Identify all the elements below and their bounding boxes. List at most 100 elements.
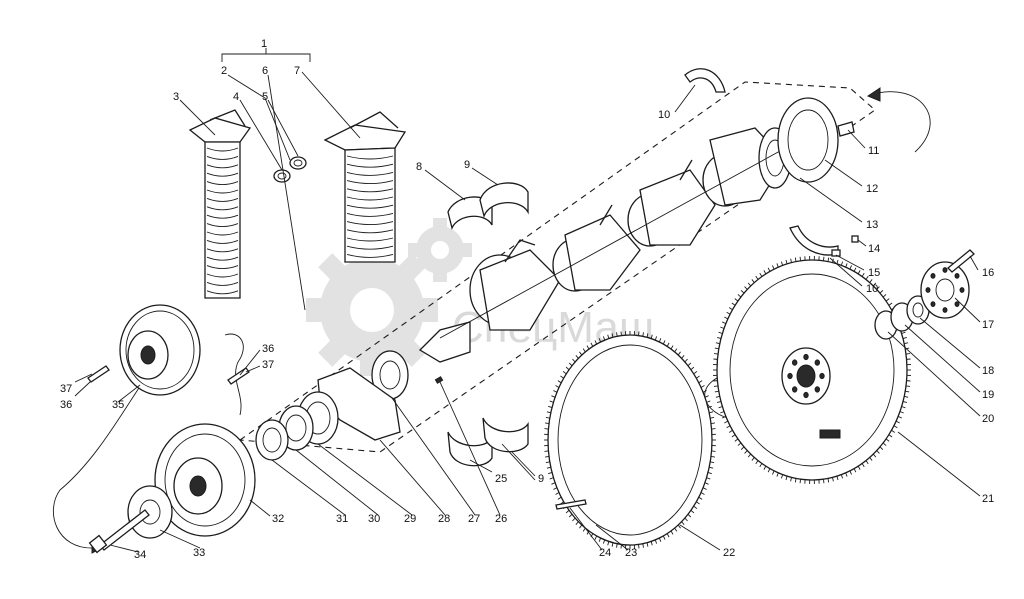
bolt-hole — [814, 386, 821, 393]
gear-tooth — [888, 302, 893, 306]
crank-gear — [371, 350, 409, 400]
callout-1: 1 — [261, 38, 267, 50]
callout-28: 28 — [438, 513, 450, 525]
ring-gear-bolt — [555, 499, 587, 510]
gear-tooth — [598, 338, 602, 343]
bearing-shell — [206, 281, 239, 286]
main-bearing-stack-3 — [188, 109, 252, 299]
callout-4: 4 — [233, 91, 239, 103]
bearing-shell — [206, 265, 239, 270]
gear-tooth — [840, 474, 844, 479]
arrow-flywheel-rear — [869, 91, 931, 153]
pulley — [119, 304, 201, 396]
gear-tooth — [872, 453, 877, 458]
gear-tooth — [882, 294, 887, 298]
gear-tooth — [718, 331, 723, 334]
callout-21: 21 — [982, 493, 994, 505]
gear-tooth — [674, 527, 678, 532]
gear-tooth — [666, 533, 670, 538]
callout-14: 14 — [868, 243, 880, 255]
gear-tooth — [545, 461, 550, 464]
gear-tooth — [849, 265, 852, 270]
gear-tooth — [794, 257, 797, 262]
gear-tooth — [772, 265, 775, 270]
gear-tooth — [888, 434, 893, 438]
gear-tooth — [553, 487, 558, 490]
callout-36-right: 36 — [262, 343, 274, 355]
gear-tooth — [901, 406, 906, 409]
bearing-shell — [346, 221, 394, 226]
gear-tooth — [582, 527, 586, 532]
gear-tooth — [865, 460, 869, 465]
gear-tooth — [642, 543, 644, 548]
gear-tooth — [857, 465, 861, 470]
thrust-washers — [273, 156, 307, 183]
gear-tooth — [650, 541, 653, 546]
gear-tooth — [602, 336, 606, 341]
callout-33: 33 — [193, 547, 205, 559]
gear-tooth — [704, 482, 709, 485]
bearing-shell — [346, 212, 394, 217]
gear-tooth — [696, 501, 700, 505]
gear-tooth — [696, 375, 700, 379]
gear-tooth — [731, 302, 736, 306]
bolt-hole — [942, 307, 948, 313]
gear-tooth — [840, 261, 844, 266]
gear-tooth — [718, 406, 723, 409]
bearing-shell — [346, 245, 394, 250]
gear-tooth — [684, 358, 688, 363]
gear-tooth — [607, 541, 610, 546]
gear-tooth — [853, 267, 857, 272]
callout-9-lower: 9 — [538, 473, 544, 485]
gear-tooth — [710, 461, 715, 464]
gear-tooth — [662, 340, 666, 345]
bearing-shell — [206, 189, 239, 194]
gear-tooth — [885, 298, 890, 302]
gear-tooth — [905, 353, 911, 355]
watermark: СпецМаш — [306, 218, 654, 376]
bearing-shell — [346, 237, 394, 242]
bolt-hole — [819, 372, 825, 380]
gear-tooth — [582, 348, 586, 353]
gear-tooth — [654, 539, 658, 544]
gear-tooth — [690, 509, 695, 514]
gear-tooth — [709, 466, 714, 469]
gear-tooth — [642, 332, 644, 337]
gear-tooth — [895, 420, 900, 424]
conrod-bearing-stack-7 — [323, 111, 407, 263]
gear-tooth — [544, 422, 550, 425]
gear-tooth — [546, 466, 551, 469]
bearing-shell — [346, 180, 394, 185]
gear-tooth — [670, 530, 674, 535]
callout-35: 35 — [112, 399, 124, 411]
gear-tooth — [845, 263, 848, 268]
gear-tooth — [557, 496, 562, 500]
gear-tooth — [720, 326, 725, 329]
group-bracket-1 — [221, 48, 311, 62]
bearing-shell — [206, 206, 239, 211]
callout-2: 2 — [221, 65, 227, 77]
gear-tooth — [759, 272, 763, 277]
gear-tooth — [726, 311, 731, 315]
gear-tooth — [677, 351, 681, 356]
gear-tooth — [551, 395, 556, 398]
gear-tooth — [700, 385, 705, 388]
gear-tooth — [724, 316, 729, 320]
callout-5: 5 — [262, 91, 268, 103]
bearing-shell — [206, 181, 239, 186]
damper-bolt — [88, 509, 150, 554]
gear-tooth — [546, 411, 551, 414]
gear-tooth — [861, 463, 865, 468]
callout-24: 24 — [599, 547, 611, 559]
gear-tooth — [751, 279, 755, 283]
gear-tooth — [790, 477, 792, 482]
bolt-hole — [959, 287, 965, 293]
gear-tooth — [747, 282, 752, 287]
callout-15: 15 — [868, 267, 880, 279]
callout-18: 18 — [982, 365, 994, 377]
gear-tooth — [714, 390, 719, 393]
pulley-bolt-left — [87, 365, 110, 383]
gear-tooth — [759, 463, 763, 468]
gear-tooth — [869, 279, 873, 283]
callout-31: 31 — [336, 513, 348, 525]
